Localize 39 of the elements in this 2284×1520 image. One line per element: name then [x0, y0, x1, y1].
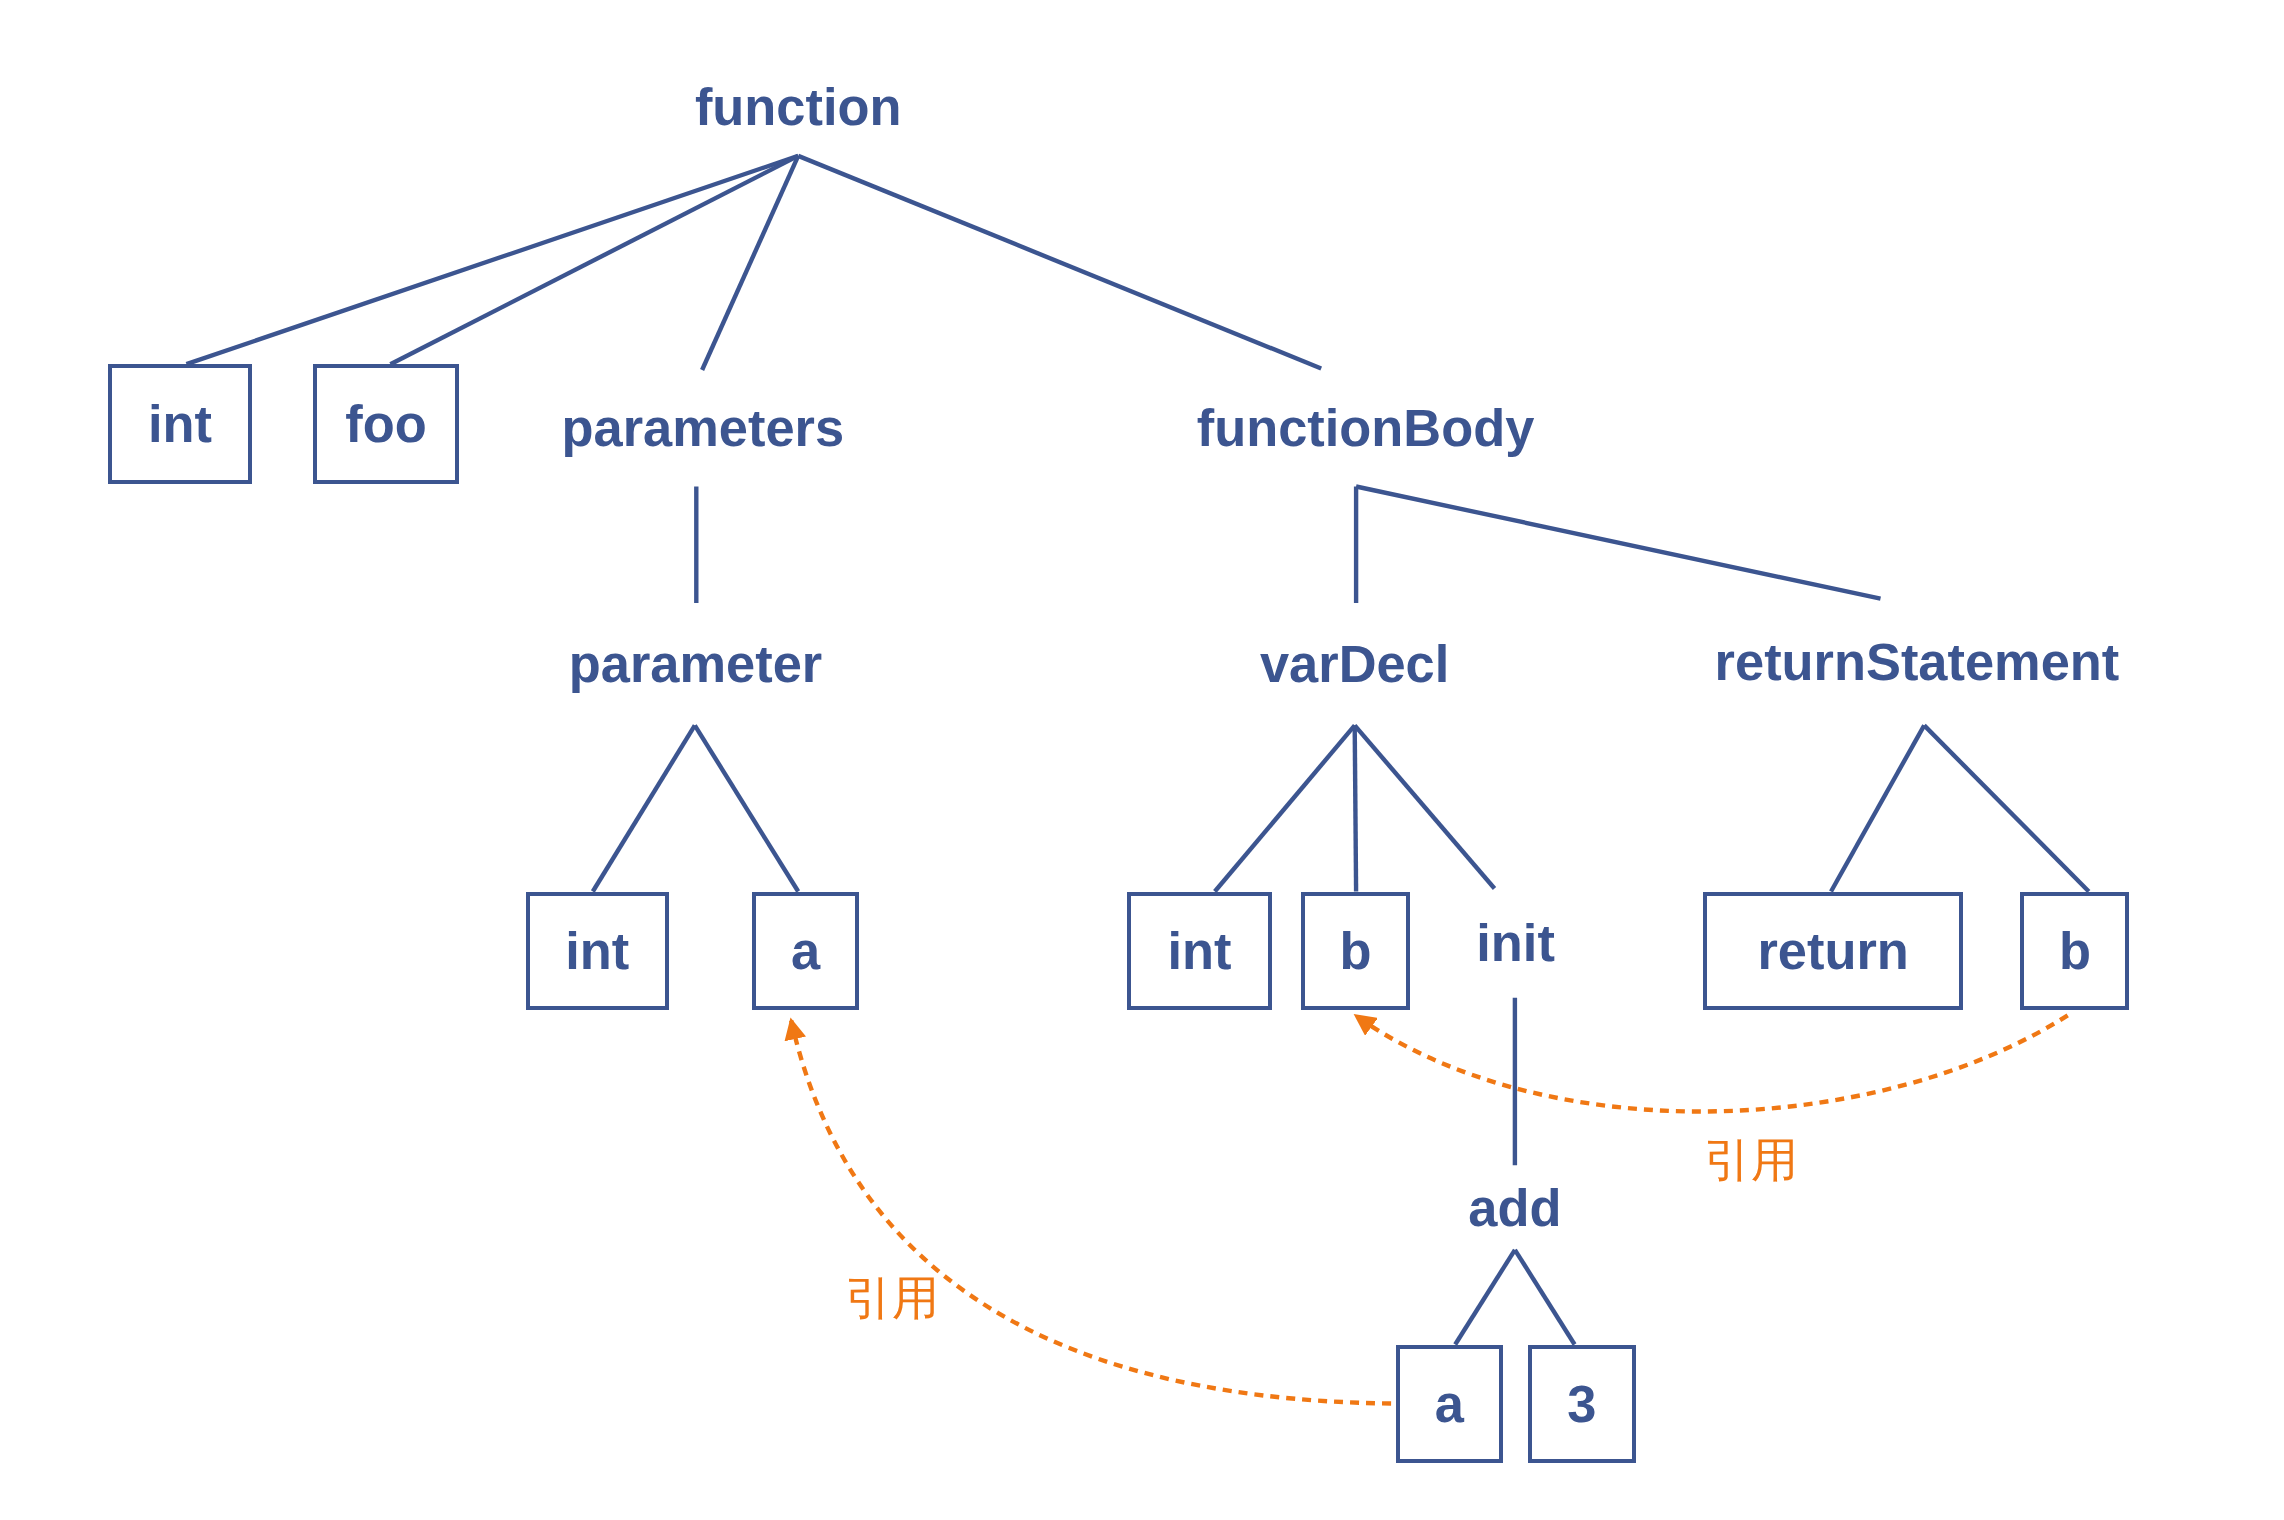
tree-node-label: add — [1456, 1165, 1574, 1250]
tree-node-label: init — [1461, 888, 1571, 998]
tree-line — [1352, 725, 1359, 892]
leaf-box: a — [1395, 1344, 1504, 1463]
edge-label: 引用 — [844, 1270, 939, 1328]
edge-label: 引用 — [1704, 1131, 1799, 1189]
reference-arrow — [1353, 1013, 2069, 1114]
tree-line — [1355, 484, 1881, 601]
tree-line — [797, 153, 1323, 371]
tree-node-label: function — [684, 58, 912, 156]
tree-line — [1512, 997, 1518, 1166]
tree-line — [1353, 723, 1497, 890]
tree-node-label: returnStatement — [1656, 598, 2178, 726]
tree-node-label: varDecl — [1235, 603, 1475, 726]
leaf-box: b — [2020, 891, 2130, 1010]
tree-line — [590, 724, 697, 893]
leaf-box: int — [1127, 891, 1272, 1010]
tree-line — [692, 724, 801, 893]
tree-node-label: parameters — [521, 370, 885, 487]
tree-node-label: parameter — [531, 603, 860, 726]
leaf-box: return — [1702, 891, 1964, 1010]
leaf-box: foo — [313, 364, 459, 484]
leaf-box: 3 — [1528, 1344, 1636, 1463]
leaf-box: a — [751, 891, 860, 1010]
tree-line — [1922, 723, 2091, 894]
tree-node-label: functionBody — [1158, 368, 1574, 487]
leaf-box: b — [1300, 891, 1410, 1010]
tree-line — [1213, 724, 1357, 893]
tree-line — [1829, 724, 1927, 893]
leaf-box: int — [525, 891, 669, 1010]
tree-line — [185, 153, 799, 367]
tree-line — [700, 155, 801, 371]
tree-line — [1513, 1248, 1577, 1346]
reference-arrow — [785, 1017, 1392, 1406]
tree-line — [389, 153, 800, 367]
leaf-box: int — [107, 364, 252, 484]
tree-line — [1453, 1248, 1517, 1346]
tree-line — [1353, 486, 1359, 603]
tree-line — [694, 486, 699, 603]
